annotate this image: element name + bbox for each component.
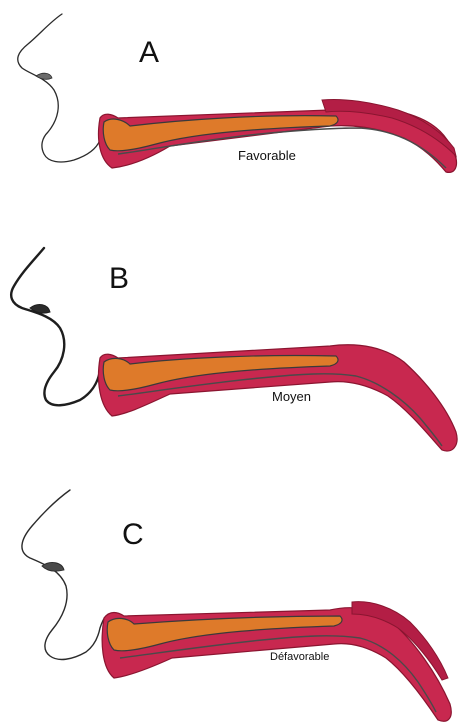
panel-caption: Défavorable	[270, 652, 329, 663]
face-profile-outline	[22, 490, 106, 659]
panel-b: B Moyen	[0, 236, 458, 476]
panel-a: A Favorable	[0, 0, 458, 240]
profile-drawing-a	[0, 0, 458, 240]
profile-drawing-b	[0, 236, 458, 476]
panel-c: C Défavorable	[0, 482, 458, 722]
face-profile-outline	[11, 248, 102, 405]
nostril-mark	[36, 73, 52, 79]
panel-letter: C	[122, 520, 144, 550]
panel-caption: Moyen	[272, 390, 311, 403]
nostril-mark	[42, 563, 64, 572]
panel-caption: Favorable	[238, 149, 296, 162]
face-profile-outline	[18, 14, 104, 162]
profile-drawing-c	[0, 482, 458, 722]
panel-letter: B	[109, 264, 129, 294]
panel-letter: A	[139, 38, 159, 68]
